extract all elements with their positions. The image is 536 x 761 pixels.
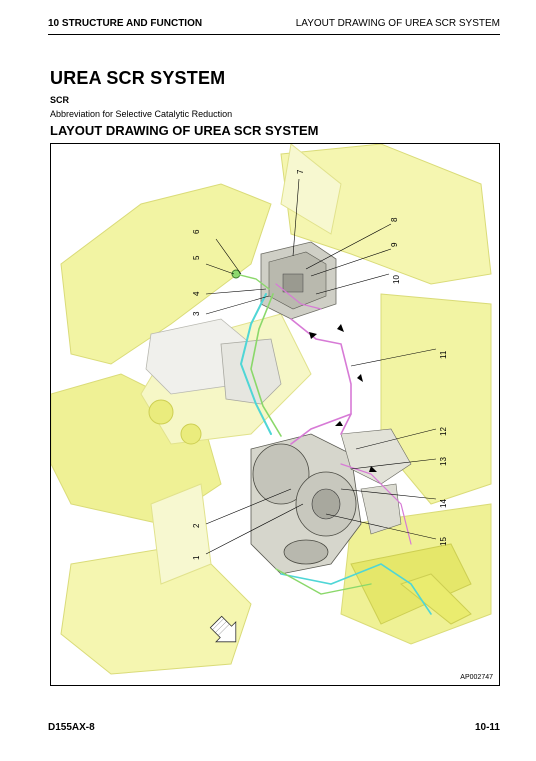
front-direction-arrow — [209, 615, 237, 643]
callout-12: 12 — [439, 427, 448, 436]
callout-11: 11 — [439, 350, 448, 359]
callout-labels: 7 8 9 10 6 5 4 3 11 12 13 14 15 2 1 — [192, 169, 448, 560]
callout-3: 3 — [192, 311, 201, 316]
layout-drawing-figure: 7 8 9 10 6 5 4 3 11 12 13 14 15 2 1 AP00… — [50, 143, 500, 686]
figure-id: AP002747 — [460, 674, 493, 681]
page-title: UREA SCR SYSTEM — [50, 68, 226, 88]
page-header: 10 STRUCTURE AND FUNCTION LAYOUT DRAWING… — [48, 18, 500, 32]
callout-10: 10 — [392, 275, 401, 284]
callout-13: 13 — [439, 457, 448, 466]
abbreviation-meaning: Abbreviation for Selective Catalytic Red… — [50, 109, 233, 119]
callout-leaders — [205, 178, 437, 555]
callout-6: 6 — [192, 229, 201, 234]
tank-illustration — [145, 318, 282, 405]
callout-8: 8 — [390, 217, 399, 222]
footer-model: D155AX-8 — [48, 722, 95, 733]
header-chapter-title: LAYOUT DRAWING OF UREA SCR SYSTEM — [295, 18, 500, 29]
callout-9: 9 — [390, 242, 399, 247]
footer-page-number: 10-11 — [474, 722, 500, 733]
callout-2: 2 — [192, 523, 201, 528]
abbreviation: SCR — [50, 95, 70, 105]
machine-frame-illustration — [51, 144, 492, 675]
callout-14: 14 — [439, 499, 448, 508]
callout-7: 7 — [296, 169, 305, 174]
callout-4: 4 — [192, 291, 201, 296]
flow-arrows — [309, 324, 377, 472]
callout-1: 1 — [192, 555, 201, 560]
callout-5: 5 — [192, 255, 201, 260]
header-section: 10 STRUCTURE AND FUNCTION — [48, 18, 203, 29]
layout-drawing: 7 8 9 10 6 5 4 3 11 12 13 14 15 2 1 — [51, 144, 492, 675]
section-subtitle: LAYOUT DRAWING OF UREA SCR SYSTEM — [50, 123, 319, 138]
header-rule — [48, 34, 500, 35]
hose-lines — [235, 273, 432, 615]
callout-15: 15 — [439, 537, 448, 546]
